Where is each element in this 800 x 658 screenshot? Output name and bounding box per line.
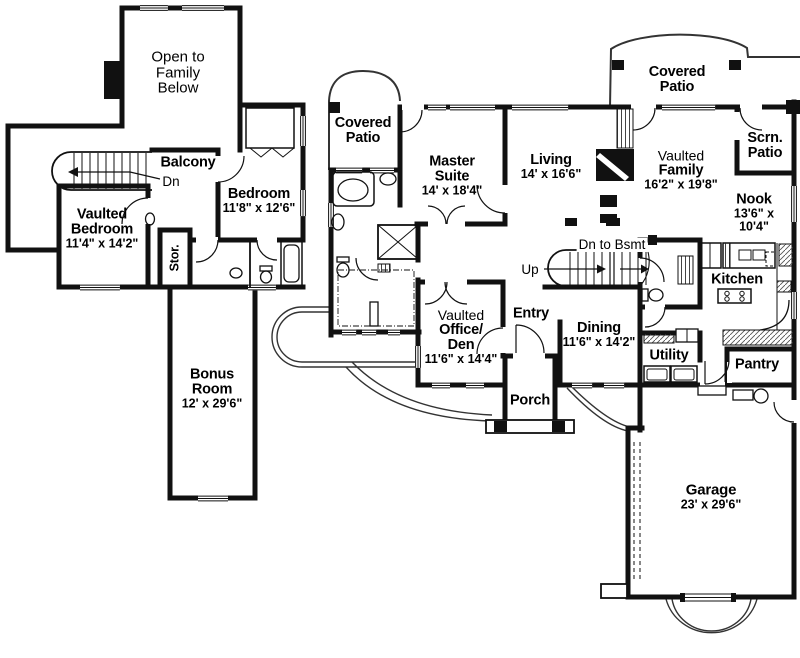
posts	[104, 60, 800, 245]
kitchen-fixtures	[699, 242, 794, 346]
powder-fixtures	[641, 255, 694, 302]
garage-details	[600, 385, 769, 602]
stairs-upper	[51, 151, 161, 191]
patio-outlines	[271, 33, 800, 634]
utility-fixtures	[643, 328, 699, 383]
walls	[5, 5, 797, 600]
door-arcs	[121, 107, 795, 423]
fireplace	[596, 108, 634, 223]
porch-details	[485, 419, 575, 434]
stairs-main	[544, 249, 650, 287]
master-bath-fixtures	[331, 171, 419, 327]
upper-bath-fixtures	[144, 107, 303, 287]
